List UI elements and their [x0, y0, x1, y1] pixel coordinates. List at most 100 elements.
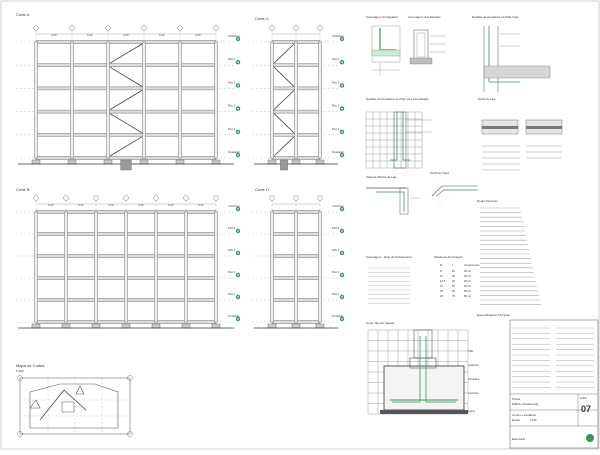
column	[124, 211, 128, 323]
footing	[31, 159, 41, 165]
grid-bubble	[269, 195, 275, 201]
detail-perfil-laje-title: Perfil da Laje	[478, 97, 496, 101]
footing	[139, 159, 149, 165]
grid-dimension: 4.20	[159, 33, 165, 37]
grid-dimension: 4.20	[195, 33, 201, 37]
footing	[31, 323, 41, 329]
level-label: Cobertura	[332, 34, 344, 38]
detail-ancoragem-negativo-title: Ancoragem do Negativo	[366, 15, 399, 19]
bar-table-cell: 30 cm	[464, 269, 471, 273]
footing	[315, 323, 325, 329]
column	[184, 211, 188, 323]
bar-table-cell: 8	[440, 269, 442, 273]
ancoragem-dobras-table	[368, 267, 410, 304]
column	[294, 41, 298, 159]
detail-perfil-capa-title: Perfil da Capa	[430, 171, 449, 175]
stair-flight	[109, 113, 143, 134]
grid-bubble	[63, 195, 69, 201]
corte-d-title: Corte D	[255, 187, 269, 192]
level-label: Piso 4	[228, 226, 236, 230]
level-label: Fundação	[228, 314, 240, 318]
notes-title: Notas Técnicas	[477, 199, 498, 203]
bar-table-header-0: Ø	[440, 263, 442, 267]
bar-table-header-1: L	[452, 263, 454, 267]
stair-flight	[273, 66, 295, 87]
grid-bubble	[177, 25, 183, 31]
corte-b-title: Corte B	[16, 187, 30, 192]
footing	[211, 323, 221, 329]
detail-ancoragem-estribos	[409, 29, 446, 65]
level-label: Fundação	[228, 150, 240, 154]
bar-table-header-2: Comprimento	[464, 263, 480, 267]
mapa-cortes-plan	[17, 375, 133, 437]
grid-bubble	[153, 195, 159, 201]
grid-dimension: 4.20	[48, 203, 54, 207]
footing	[91, 323, 101, 329]
bar-table-cell: 30	[452, 274, 455, 278]
grid-bubble	[317, 195, 323, 201]
bar-table-cell: 50	[452, 284, 455, 288]
slab	[35, 40, 217, 44]
bar-table-cell: 45 cm	[464, 279, 471, 283]
column	[106, 41, 110, 159]
level-label: Cobertura	[332, 204, 344, 208]
bar-table-cell: 60	[452, 289, 455, 293]
footing	[61, 323, 71, 329]
company-logo	[586, 434, 594, 442]
grid-dimension: 4.20	[168, 203, 174, 207]
detail-perfil-laje	[481, 119, 563, 171]
level-label: Piso 1	[228, 292, 236, 296]
detail-ancoragem-negativo	[371, 25, 401, 76]
detail-pilar-viga	[483, 26, 551, 92]
detail-vista-plana-title: Vista de Planta da Laje	[366, 175, 397, 179]
column	[64, 211, 68, 323]
bar-table-cell: 25	[440, 294, 443, 298]
column	[142, 41, 146, 159]
grid-bubble	[293, 25, 299, 31]
footing	[121, 323, 131, 329]
detail-pilar-viga-title: Detalhe de Armadura do Pilar-Viga	[472, 15, 519, 19]
tb-company: Estrutural	[512, 437, 525, 441]
stair-flight	[273, 43, 295, 64]
bar-table-cell: 80 cm	[464, 294, 471, 298]
details-area: Ancoragem do Negativo Ancoragem dos Estr…	[365, 15, 563, 317]
level-label: Piso 3	[332, 80, 340, 84]
detail-ancoragem-dobras-title: Ancoragem - Raio de Dobramento	[366, 255, 412, 259]
footing-label-colarinho: Colarinho	[468, 363, 480, 367]
column	[34, 211, 38, 323]
footing	[267, 323, 277, 329]
footing	[211, 159, 221, 165]
bar-table-cell: 16	[440, 284, 443, 288]
detail-vista-plana	[366, 187, 420, 215]
level-label: Piso 2	[332, 270, 340, 274]
column	[318, 211, 322, 323]
level-label: Piso 3	[332, 248, 340, 252]
level-label: Fundação	[332, 314, 344, 318]
spec-title: Especificações Técnicas	[477, 313, 510, 317]
column	[214, 211, 218, 323]
footing	[315, 159, 325, 165]
grid-bubble	[213, 25, 219, 31]
slab	[35, 86, 217, 91]
title-block: Projeto Edifício Residencial Cortes e De…	[509, 319, 599, 449]
stair-flight	[273, 136, 295, 157]
grid-dimension: 4.20	[51, 33, 57, 37]
footing	[103, 159, 113, 165]
slab	[35, 109, 217, 114]
column	[294, 211, 298, 323]
level-label: Piso 3	[228, 248, 236, 252]
stair-flight	[273, 113, 295, 134]
tb-project: Edifício Residencial	[512, 402, 539, 406]
footing	[151, 323, 161, 329]
column	[34, 41, 38, 159]
footing	[291, 159, 301, 165]
